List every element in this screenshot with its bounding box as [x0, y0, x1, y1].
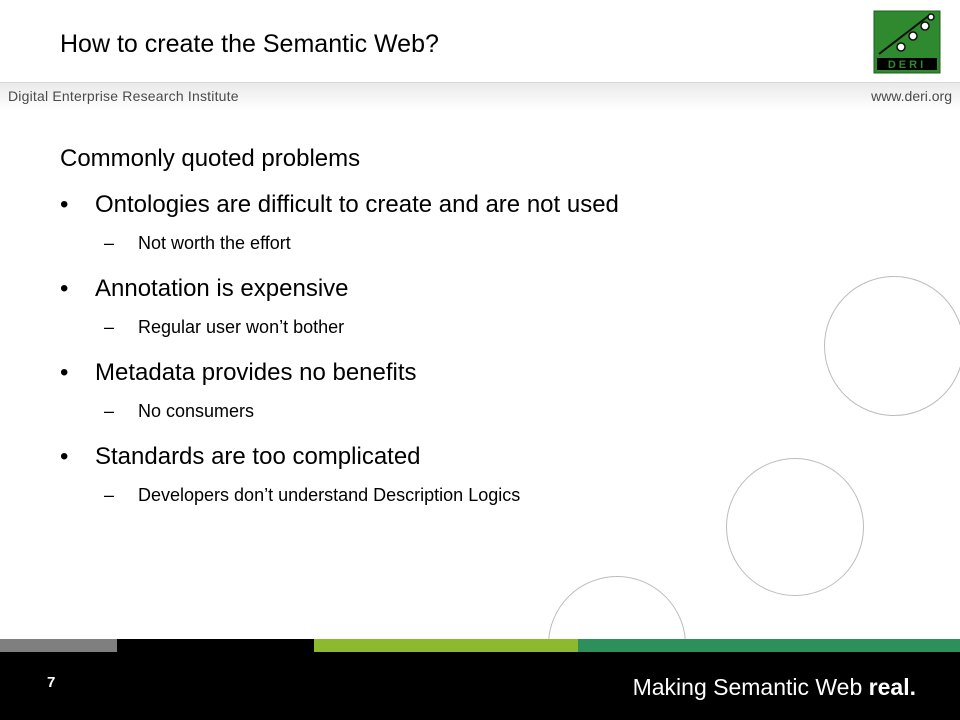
footer-bar: 7 Making Semantic Web real. — [0, 652, 960, 720]
sub-bullet-text: No consumers — [138, 401, 255, 421]
bullet-text: Metadata provides no benefits — [95, 359, 417, 386]
bullet-dot: • — [60, 359, 69, 386]
header-band: Digital Enterprise Research Institute ww… — [0, 82, 960, 111]
tagline: Making Semantic Web real. — [633, 674, 916, 701]
decorative-circle — [824, 276, 960, 416]
bullet-row: • Annotation is expensive — [60, 273, 800, 305]
stripe-segment-black — [117, 639, 314, 652]
bullet-row: • Ontologies are difficult to create and… — [60, 189, 800, 221]
sub-bullet-row: – Regular user won’t bother — [60, 315, 800, 339]
bullet-item: • Ontologies are difficult to create and… — [60, 189, 800, 255]
sub-bullet-dash: – — [104, 233, 115, 253]
website-url: www.deri.org — [871, 88, 952, 104]
bullet-dot: • — [60, 275, 69, 302]
sub-bullet-dash: – — [104, 401, 115, 421]
stripe-segment-lime — [314, 639, 578, 652]
slide-number: 7 — [47, 674, 56, 691]
bullet-text: Ontologies are difficult to create and a… — [95, 191, 619, 218]
tagline-emphasis: real. — [868, 674, 916, 700]
sub-bullet-text: Regular user won’t bother — [138, 317, 345, 337]
logo-text: DERI — [888, 59, 926, 71]
sub-bullet-row: – Not worth the effort — [60, 231, 800, 255]
bullet-text: Standards are too complicated — [95, 443, 421, 470]
sub-bullet-dash: – — [104, 485, 115, 505]
stripe-segment-green — [578, 639, 960, 652]
decorative-circle — [726, 458, 864, 596]
bullet-text: Annotation is expensive — [95, 275, 349, 302]
bullet-dot: • — [60, 443, 69, 470]
bullet-item: • Metadata provides no benefits – No con… — [60, 357, 800, 423]
bullet-item: • Annotation is expensive – Regular user… — [60, 273, 800, 339]
institute-name: Digital Enterprise Research Institute — [8, 88, 239, 104]
sub-bullet-text: Developers don’t understand Description … — [138, 485, 521, 505]
sub-bullet-text: Not worth the effort — [138, 233, 291, 253]
intro-line: Commonly quoted problems — [60, 145, 361, 172]
sub-bullet-dash: – — [104, 317, 115, 337]
tagline-text: Making Semantic Web — [632, 674, 863, 700]
bullet-dot: • — [60, 191, 69, 218]
slide-body: Commonly quoted problems • Ontologies ar… — [60, 143, 800, 507]
sub-bullet-row: – No consumers — [60, 399, 800, 423]
bullet-row: • Metadata provides no benefits — [60, 357, 800, 389]
sub-bullet-row: – Developers don’t understand Descriptio… — [60, 483, 800, 507]
stripe-segment-gray — [0, 639, 117, 652]
slide-title: How to create the Semantic Web? — [60, 30, 439, 58]
bullet-row: • Standards are too complicated — [60, 441, 800, 473]
deri-logo: DERI — [873, 10, 941, 74]
bullet-item: • Standards are too complicated – Develo… — [60, 441, 800, 507]
color-stripe — [0, 639, 960, 652]
